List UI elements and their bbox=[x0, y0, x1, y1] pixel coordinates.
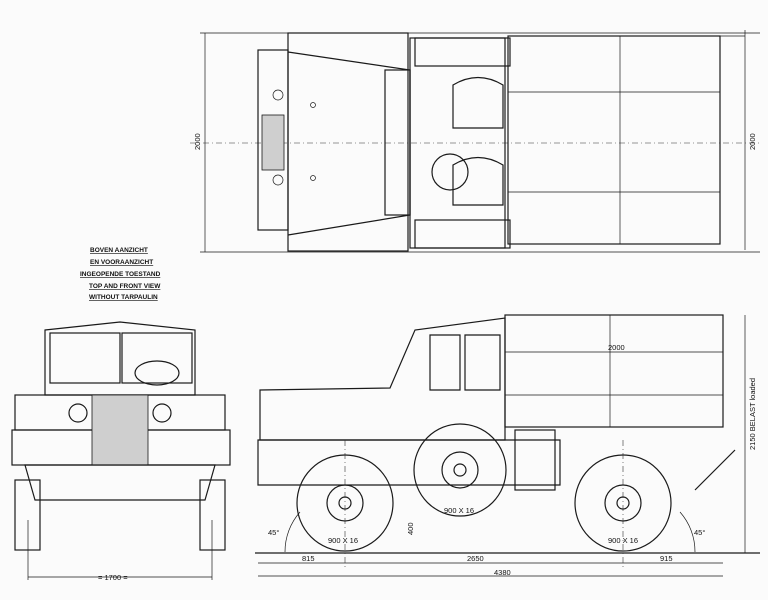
ground-clearance-dimension: 400 bbox=[406, 522, 415, 535]
height-loaded-dimension: 2150 BELAST loaded bbox=[748, 378, 757, 450]
top-view bbox=[190, 30, 760, 253]
top-width-right-dimension: 2000 bbox=[748, 133, 757, 150]
front-overhang-dimension: 815 bbox=[302, 554, 315, 563]
rear-overhang-dimension: 915 bbox=[660, 554, 673, 563]
title-line-3: INGEOPENDE TOESTAND bbox=[80, 271, 161, 278]
bed-length-dimension: 2000 bbox=[608, 343, 625, 352]
approach-angle-label: 45° bbox=[268, 528, 279, 537]
middle-tyre-label: 900 X 16 bbox=[444, 506, 474, 515]
title-line-4: TOP AND FRONT VIEW bbox=[89, 283, 161, 290]
title-line-5: WITHOUT TARPAULIN bbox=[89, 294, 158, 301]
front-view bbox=[11, 321, 231, 580]
title-block: BOVEN AANZICHT EN VOORAANZICHT INGEOPEND… bbox=[80, 247, 161, 301]
overall-length-dimension: 4380 bbox=[494, 568, 511, 577]
front-tyre-label: 900 X 16 bbox=[328, 536, 358, 545]
front-track-dimension: = 1700 = bbox=[98, 573, 128, 582]
departure-angle-label: 45° bbox=[694, 528, 705, 537]
side-view bbox=[255, 314, 760, 577]
rear-tyre-label: 900 X 16 bbox=[608, 536, 638, 545]
title-line-2: EN VOORAANZICHT bbox=[90, 259, 153, 266]
wheelbase-dimension: 2650 bbox=[467, 554, 484, 563]
title-line-1: BOVEN AANZICHT bbox=[90, 247, 148, 254]
top-width-left-dimension: 2000 bbox=[193, 133, 202, 150]
